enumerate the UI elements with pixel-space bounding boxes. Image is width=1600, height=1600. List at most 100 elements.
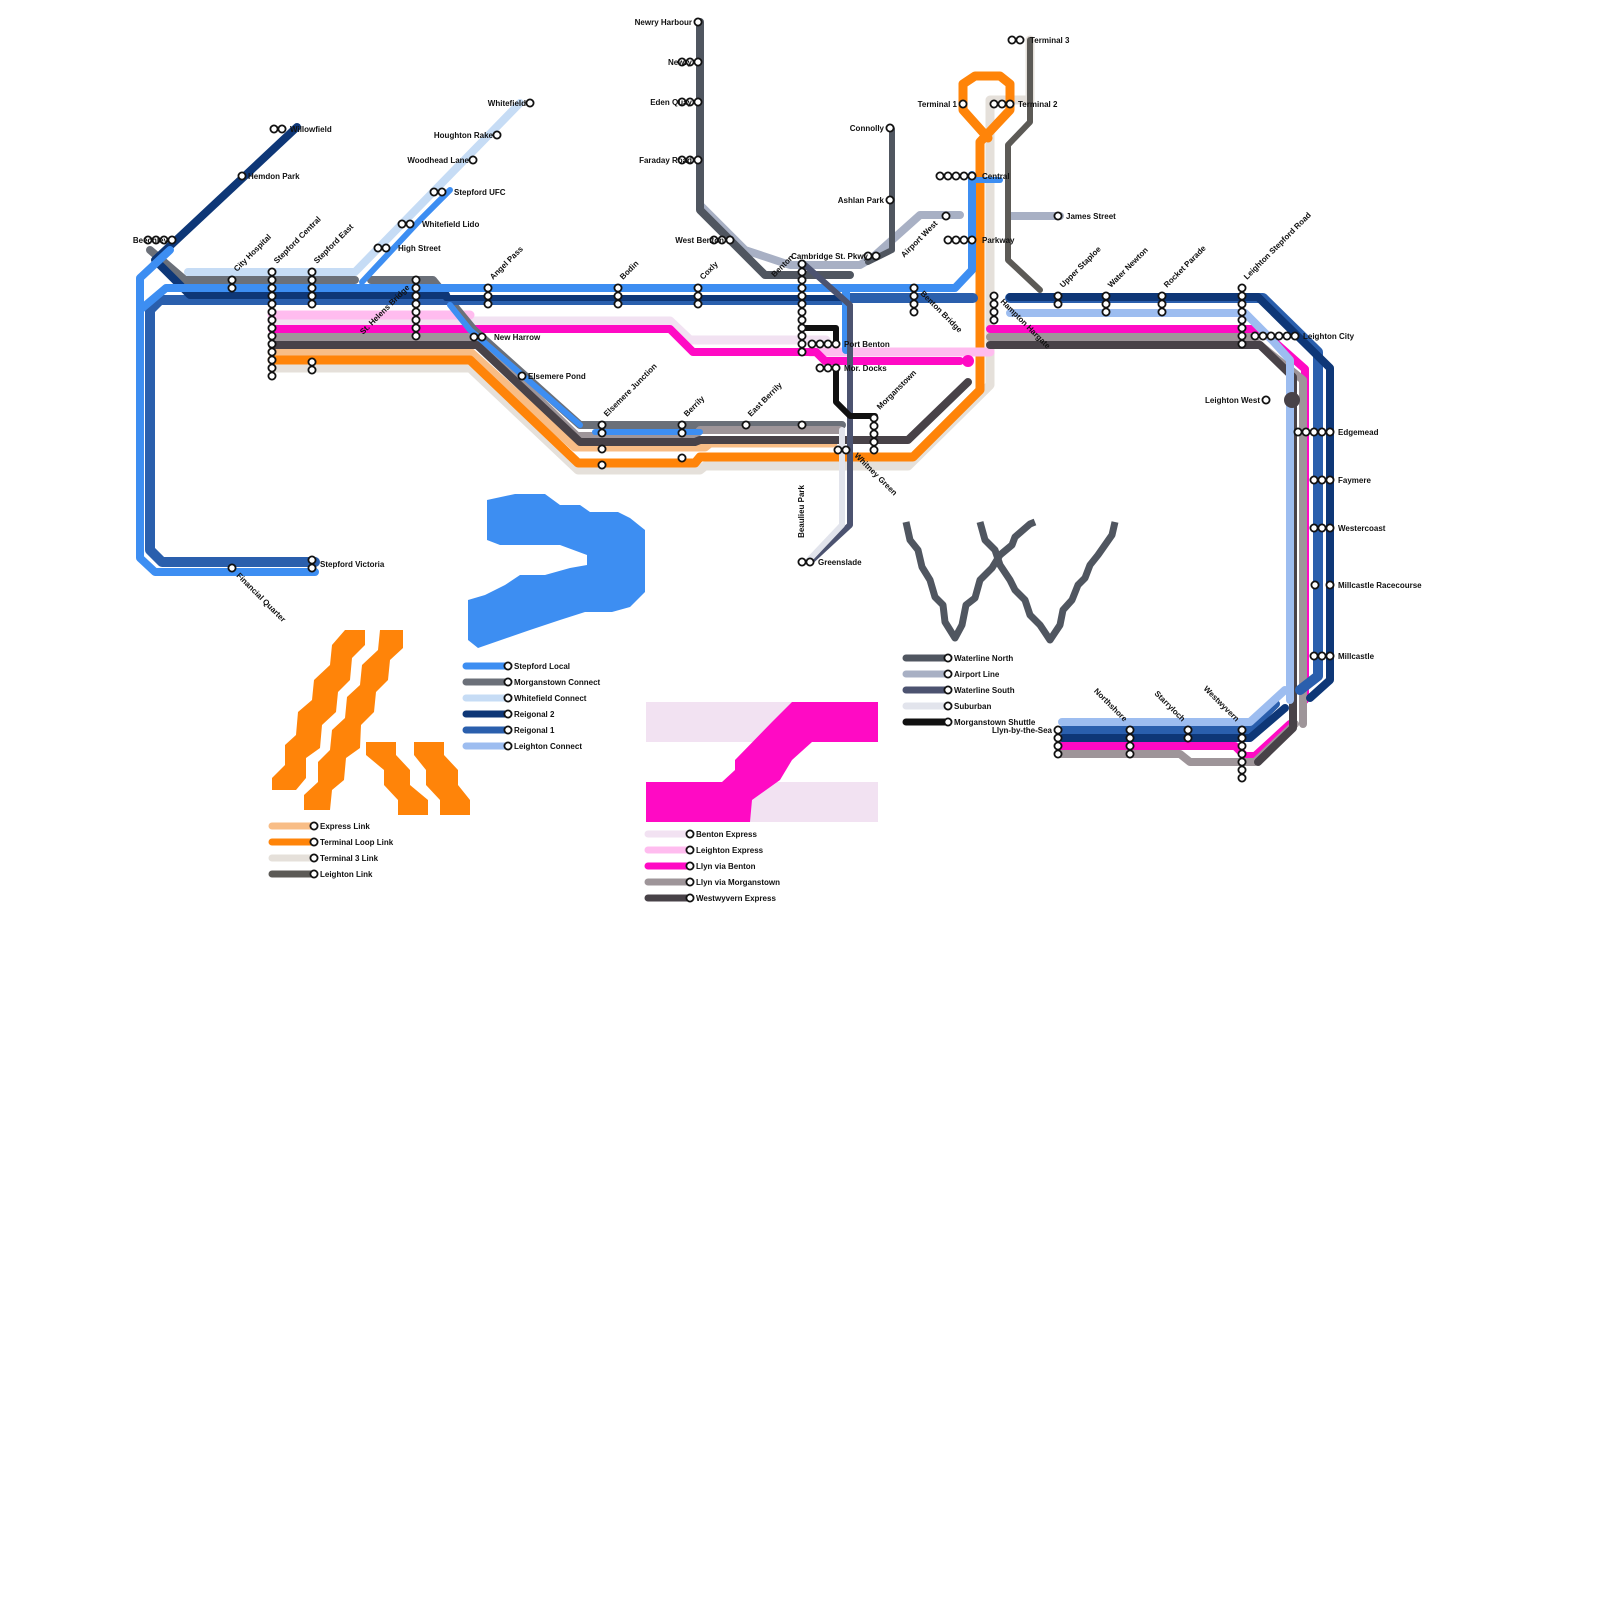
station-marker[interactable] (693, 299, 703, 309)
station-starryloch[interactable] (1183, 725, 1193, 743)
station-westercoast[interactable] (1309, 523, 1335, 533)
station-hemdon-park[interactable] (237, 171, 247, 181)
station-marker[interactable] (227, 275, 237, 285)
station-marker[interactable] (1183, 725, 1193, 735)
station-marker[interactable] (267, 331, 277, 341)
station-marker[interactable] (1125, 733, 1135, 743)
station-marker[interactable] (1237, 741, 1247, 751)
station-marker[interactable] (597, 444, 607, 454)
station-marker[interactable] (693, 17, 703, 27)
station-marker[interactable] (909, 299, 919, 309)
station-marker[interactable] (411, 283, 421, 293)
station-marker[interactable] (1053, 725, 1063, 735)
station-marker[interactable] (797, 323, 807, 333)
station-airport-west[interactable] (941, 211, 951, 221)
station-marker[interactable] (405, 219, 415, 229)
station-marker[interactable] (909, 283, 919, 293)
station-st-helens-bridge[interactable] (411, 275, 421, 341)
station-marker[interactable] (1101, 299, 1111, 309)
station-marker[interactable] (869, 445, 879, 455)
station-marker[interactable] (267, 299, 277, 309)
station-city-hospital[interactable] (227, 275, 237, 293)
station-marker[interactable] (469, 332, 479, 342)
station-marker[interactable] (267, 267, 277, 277)
station-marker[interactable] (269, 124, 279, 134)
station-marker[interactable] (1309, 651, 1319, 661)
station-marker[interactable] (307, 365, 317, 375)
station-marker[interactable] (1237, 749, 1247, 759)
station-marker[interactable] (1237, 725, 1247, 735)
station-marker[interactable] (1237, 773, 1247, 783)
station-westwyvern[interactable] (1237, 725, 1247, 783)
station-marker[interactable] (1101, 291, 1111, 301)
station-faymere[interactable] (1309, 475, 1335, 485)
station-marker[interactable] (1005, 99, 1015, 109)
station-connolly[interactable] (885, 123, 895, 133)
station-marker[interactable] (1250, 331, 1260, 341)
station-marker[interactable] (815, 339, 825, 349)
station-marker[interactable] (267, 347, 277, 357)
station-marker[interactable] (1325, 475, 1335, 485)
station-marker[interactable] (951, 235, 961, 245)
station-marker[interactable] (411, 323, 421, 333)
station-hampton-hargate[interactable] (989, 291, 999, 325)
station-cambridge-st-pkwy[interactable] (863, 251, 881, 261)
station-marker[interactable] (468, 155, 478, 165)
station-marker[interactable] (935, 171, 945, 181)
station-marker[interactable] (1317, 475, 1327, 485)
station-marker[interactable] (227, 283, 237, 293)
station-newry-harbour[interactable] (693, 17, 703, 27)
station-coxly[interactable] (693, 283, 703, 309)
station-marker[interactable] (1053, 733, 1063, 743)
station-marker[interactable] (693, 155, 703, 165)
station-elsemere-junction[interactable] (597, 460, 607, 470)
station-marker[interactable] (373, 243, 383, 253)
station-marker[interactable] (267, 323, 277, 333)
station-marker[interactable] (869, 413, 879, 423)
station-marker[interactable] (397, 219, 407, 229)
station-marker[interactable] (1237, 757, 1247, 767)
station-marker[interactable] (959, 235, 969, 245)
station-stepford-east[interactable] (307, 267, 317, 309)
station-marker[interactable] (989, 299, 999, 309)
station-marker[interactable] (1237, 339, 1247, 349)
station-marker[interactable] (1053, 741, 1063, 751)
station-terminal-2[interactable] (989, 99, 1015, 109)
station-marker[interactable] (1237, 733, 1247, 743)
station-marker[interactable] (1325, 427, 1335, 437)
station-marker[interactable] (525, 98, 535, 108)
station-greenslade[interactable] (797, 557, 815, 567)
station-benton[interactable] (797, 259, 807, 357)
station-leighton-west[interactable] (1261, 395, 1271, 405)
station-marker[interactable] (492, 130, 502, 140)
station-whitney-green[interactable] (833, 445, 851, 455)
station-marker[interactable] (437, 187, 447, 197)
station-marker[interactable] (725, 235, 735, 245)
station-marker[interactable] (1125, 741, 1135, 751)
station-marker[interactable] (411, 299, 421, 309)
station-marker[interactable] (831, 339, 841, 349)
station-leighton-stepford-road[interactable] (1237, 283, 1247, 349)
station-marker[interactable] (885, 195, 895, 205)
station-marker[interactable] (967, 235, 977, 245)
station-marker[interactable] (613, 291, 623, 301)
station-angel-pass[interactable] (483, 283, 493, 309)
station-marker[interactable] (267, 283, 277, 293)
station-marker[interactable] (951, 171, 961, 181)
station-marker[interactable] (869, 429, 879, 439)
station-marker[interactable] (797, 275, 807, 285)
station-terminal-3[interactable] (1007, 35, 1025, 45)
station-west-benton[interactable] (709, 235, 735, 245)
station-marker[interactable] (1309, 523, 1319, 533)
station-whitefield[interactable] (525, 98, 535, 108)
station-new-harrow[interactable] (469, 332, 487, 342)
station-marker[interactable] (693, 57, 703, 67)
station-marker[interactable] (1325, 651, 1335, 661)
station-willowfield[interactable] (269, 124, 287, 134)
station-beechley[interactable] (143, 235, 177, 245)
station-morganstown[interactable] (869, 413, 879, 455)
station-benton-bridge[interactable] (909, 283, 919, 317)
station-eden-quay[interactable] (677, 97, 703, 107)
station-marker[interactable] (885, 123, 895, 133)
station-marker[interactable] (823, 339, 833, 349)
